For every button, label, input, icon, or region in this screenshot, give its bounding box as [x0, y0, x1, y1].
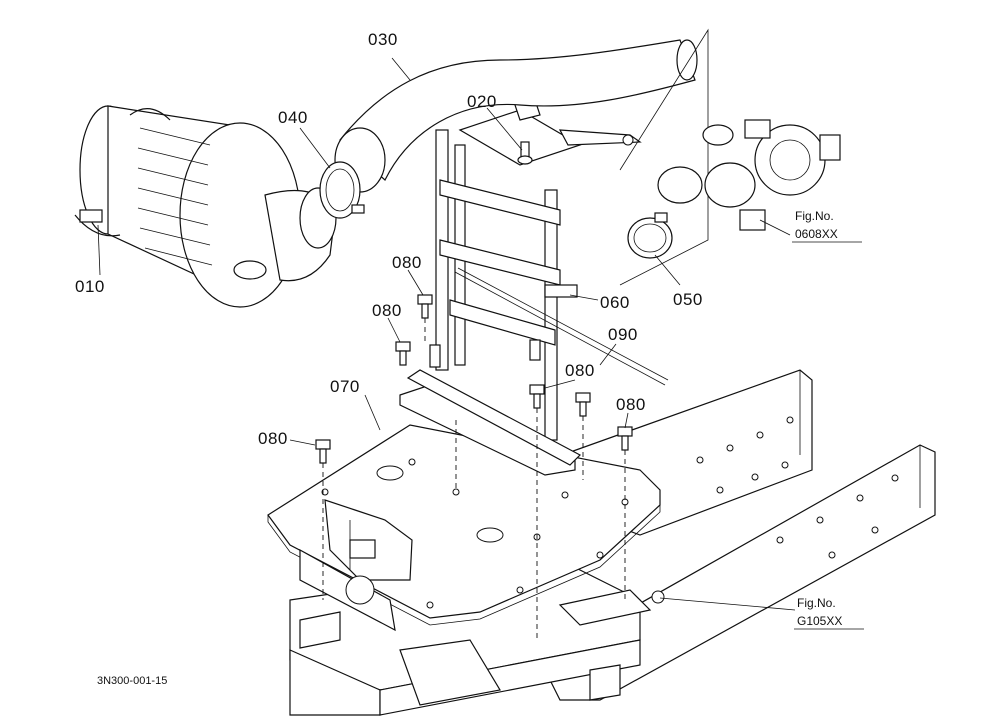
leader-lines — [97, 57, 796, 611]
hose-clamp-050 — [627, 212, 673, 259]
callout-080-c: 080 — [565, 361, 595, 380]
bolt — [575, 392, 591, 417]
callout-050: 050 — [673, 290, 703, 309]
callout-080-b: 080 — [372, 301, 402, 320]
bolt — [315, 439, 331, 464]
intake-hose-030 — [334, 39, 698, 193]
callout-010: 010 — [75, 277, 105, 296]
bolts-080 — [315, 294, 633, 464]
fig-number: 0608XX — [795, 227, 838, 241]
callout-020: 020 — [467, 92, 497, 111]
document-id: 3N300-001-15 — [97, 675, 167, 687]
air-cleaner-010 — [74, 105, 337, 308]
bolt — [417, 294, 433, 319]
callout-030: 030 — [368, 30, 398, 49]
fig-label: Fig.No. — [795, 209, 834, 223]
fig-number: G105XX — [797, 614, 842, 628]
bolt — [529, 384, 545, 409]
bolt — [395, 341, 411, 366]
figure-ref-turbo: Fig.No. 0608XX — [792, 209, 862, 243]
callout-070: 070 — [330, 377, 360, 396]
callout-080-a: 080 — [392, 253, 422, 272]
callout-080-d: 080 — [616, 395, 646, 414]
figure-ref-frame: Fig.No. G105XX — [794, 596, 864, 630]
hose-clamp-040 — [319, 161, 365, 219]
assembly-lines — [322, 318, 626, 640]
turbocharger — [619, 28, 841, 286]
callout-090: 090 — [608, 325, 638, 344]
support-plate-070 — [267, 424, 661, 632]
callout-labels: 010 020 030 040 050 060 070 080 080 080 … — [75, 30, 703, 448]
stand-frame-060 — [399, 67, 669, 476]
callout-060: 060 — [600, 293, 630, 312]
callout-080-e: 080 — [258, 429, 288, 448]
fig-label: Fig.No. — [797, 596, 836, 610]
cleaner-ribs — [137, 127, 213, 266]
frame-holes — [696, 416, 899, 559]
callout-040: 040 — [278, 108, 308, 127]
